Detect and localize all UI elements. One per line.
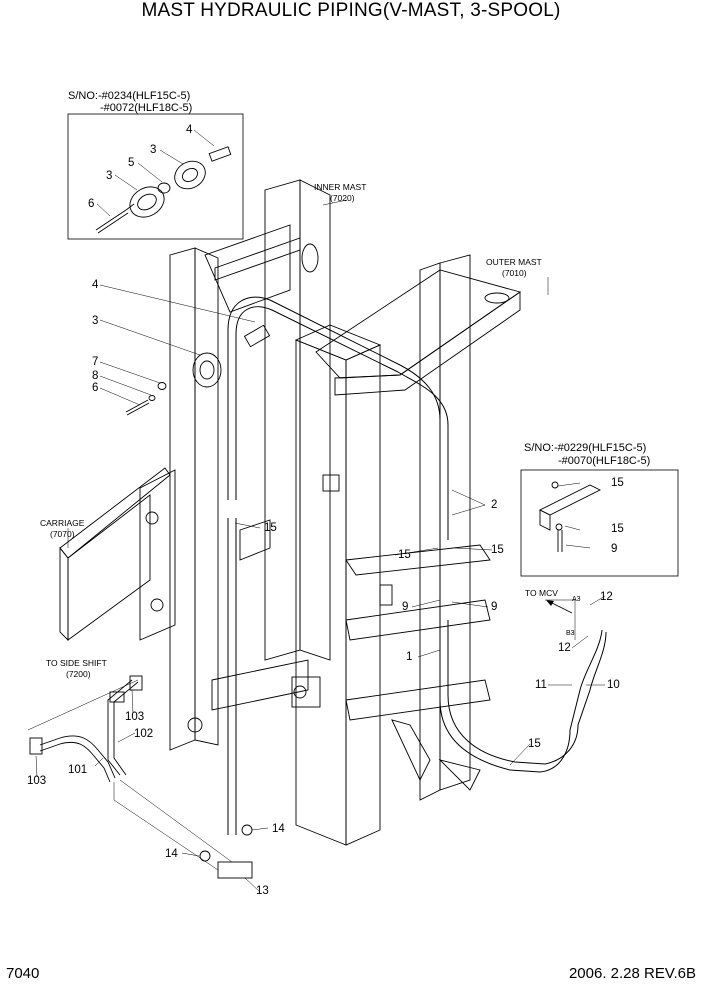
outer-mast bbox=[294, 254, 522, 846]
page-title: MAST HYDRAULIC PIPING(V-MAST, 3-SPOOL) bbox=[141, 0, 561, 21]
mast-roller bbox=[125, 324, 271, 416]
callout-13: 13 bbox=[256, 885, 269, 897]
callout-16: 15 bbox=[611, 477, 624, 489]
callout-4: 4 bbox=[186, 124, 193, 136]
callout-2: 2 bbox=[491, 499, 498, 511]
callout-14: 14 bbox=[165, 848, 178, 860]
inset-bracket bbox=[538, 481, 602, 552]
callout-3: 3 bbox=[92, 315, 99, 327]
callout-16: 15 bbox=[264, 522, 277, 534]
revision-date: 2006. 2.28 REV.6B bbox=[568, 965, 696, 982]
callout-102: 102 bbox=[134, 728, 154, 740]
side-shift-label: TO SIDE SHIFT bbox=[46, 658, 107, 668]
inset-top-serial-1: S/NO:-#0234(HLF15C-5) bbox=[68, 90, 191, 102]
callout-8: 8 bbox=[92, 370, 99, 382]
inset-top-serial-2: -#0072(HLF18C-5) bbox=[100, 102, 193, 114]
inner-mast-ref: (7020) bbox=[330, 193, 355, 203]
carriage bbox=[59, 467, 271, 642]
callout-6: 6 bbox=[92, 382, 99, 394]
callout-5: 5 bbox=[128, 157, 135, 169]
callout-3: 3 bbox=[106, 170, 113, 182]
callout-16: 15 bbox=[398, 549, 411, 561]
side-shift-hoses bbox=[29, 675, 143, 783]
callout-3: 3 bbox=[150, 144, 157, 156]
carriage-ref: (7070) bbox=[50, 529, 75, 539]
callout-7: 7 bbox=[92, 356, 99, 368]
outer-mast-ref: (7010) bbox=[502, 268, 527, 278]
callout-9: 9 bbox=[402, 601, 409, 613]
inner-mast-label: INNER MAST bbox=[314, 182, 367, 192]
callout-14: 14 bbox=[272, 823, 285, 835]
page-number: 7040 bbox=[6, 965, 40, 982]
inset-box-right bbox=[520, 469, 679, 577]
port-a3: A3 bbox=[572, 596, 581, 603]
callout-9: 9 bbox=[491, 601, 498, 613]
callout-4: 4 bbox=[92, 279, 99, 291]
side-shift-ref: (7200) bbox=[66, 669, 91, 679]
callout-12: 12 bbox=[558, 642, 571, 654]
to-mcv-label: TO MCV bbox=[525, 588, 558, 598]
callout-9: 9 bbox=[611, 543, 618, 555]
callout-15: 15 bbox=[528, 738, 541, 750]
inset-rollers bbox=[95, 146, 232, 234]
callout-16: 15 bbox=[491, 544, 504, 556]
inner-mast bbox=[169, 179, 331, 751]
inset-box-top bbox=[67, 113, 244, 240]
callout-103: 103 bbox=[27, 775, 47, 787]
callout-103: 103 bbox=[125, 711, 145, 723]
carriage-label: CARRIAGE bbox=[40, 518, 85, 528]
callout-1: 1 bbox=[406, 651, 413, 663]
callout-16: 15 bbox=[611, 523, 624, 535]
inset-right-serial-2: -#0070(HLF18C-5) bbox=[558, 455, 651, 467]
callout-10: 10 bbox=[607, 679, 620, 691]
port-b3: B3 bbox=[566, 630, 575, 637]
inset-right-serial-1: S/NO:-#0229(HLF15C-5) bbox=[524, 442, 647, 454]
callout-12: 12 bbox=[600, 591, 613, 603]
hose-assembly bbox=[227, 296, 607, 835]
callout-11: 11 bbox=[535, 679, 547, 691]
outer-mast-label: OUTER MAST bbox=[486, 257, 542, 267]
tee-fittings bbox=[199, 824, 253, 879]
callout-101: 101 bbox=[68, 764, 88, 776]
callout-6: 6 bbox=[88, 198, 95, 210]
